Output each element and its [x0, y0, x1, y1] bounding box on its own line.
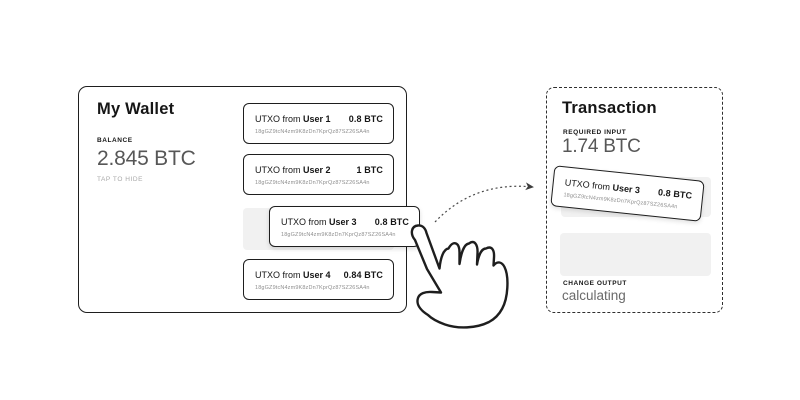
- utxo-user: User 1: [303, 114, 331, 124]
- hand-cursor-icon: [410, 224, 509, 329]
- balance-value: 2.845 BTC: [97, 147, 196, 170]
- utxo-row: UTXO from User 3 0.8 BTC: [270, 207, 419, 227]
- utxo-address: 18gGZ9tcN4zm9K8zDn7KprQz87SZ26SA4n: [281, 232, 396, 238]
- utxo-row: UTXO from User 1 0.8 BTC: [244, 104, 393, 124]
- utxo-user: User 3: [329, 217, 357, 227]
- transaction-panel: Transaction REQUIRED INPUT 1.74 BTC UTXO…: [546, 87, 723, 313]
- utxo-user: User 4: [303, 270, 331, 280]
- utxo-row: UTXO from User 2 1 BTC: [244, 155, 393, 175]
- utxo-amount: 0.8 BTC: [374, 217, 409, 227]
- utxo-title: UTXO from User 3: [281, 217, 357, 227]
- utxo-title: UTXO from User 2: [255, 165, 331, 175]
- utxo-title: UTXO from User 4: [255, 270, 331, 280]
- required-input-value: 1.74 BTC: [562, 136, 641, 157]
- transaction-title: Transaction: [562, 99, 657, 117]
- change-output-label: CHANGE OUTPUT: [563, 280, 627, 287]
- balance-label: BALANCE: [97, 137, 133, 144]
- utxo-card-user1[interactable]: UTXO from User 1 0.8 BTC 18gGZ9tcN4zm9K8…: [243, 103, 394, 144]
- balance-block[interactable]: BALANCE 2.845 BTC TAP TO HIDE: [97, 137, 196, 183]
- utxo-row: UTXO from User 4 0.84 BTC: [244, 260, 393, 280]
- utxo-card-user3-dragging[interactable]: UTXO from User 3 0.8 BTC 18gGZ9tcN4zm9K8…: [269, 206, 420, 247]
- wallet-title: My Wallet: [97, 100, 175, 118]
- utxo-amount: 0.8 BTC: [348, 114, 383, 124]
- utxo-address: 18gGZ9tcN4zm9K8zDn7KprQz87SZ26SA4n: [255, 285, 370, 291]
- second-input-drop-slot[interactable]: [560, 233, 711, 276]
- balance-tap-to-hide-hint: TAP TO HIDE: [97, 176, 144, 183]
- utxo-amount: 0.84 BTC: [343, 270, 383, 280]
- change-output-value: calculating: [562, 288, 626, 303]
- utxo-card-user4[interactable]: UTXO from User 4 0.84 BTC 18gGZ9tcN4zm9K…: [243, 259, 394, 300]
- utxo-address: 18gGZ9tcN4zm9K8zDn7KprQz87SZ26SA4n: [255, 129, 370, 135]
- required-input-label: REQUIRED INPUT: [563, 129, 627, 136]
- utxo-card-user2[interactable]: UTXO from User 2 1 BTC 18gGZ9tcN4zm9K8zD…: [243, 154, 394, 195]
- utxo-address: 18gGZ9tcN4zm9K8zDn7KprQz87SZ26SA4n: [255, 180, 370, 186]
- utxo-amount: 1 BTC: [356, 165, 383, 175]
- utxo-title: UTXO from User 1: [255, 114, 331, 124]
- utxo-user: User 2: [303, 165, 331, 175]
- wallet-panel: My Wallet BALANCE 2.845 BTC TAP TO HIDE …: [78, 86, 420, 313]
